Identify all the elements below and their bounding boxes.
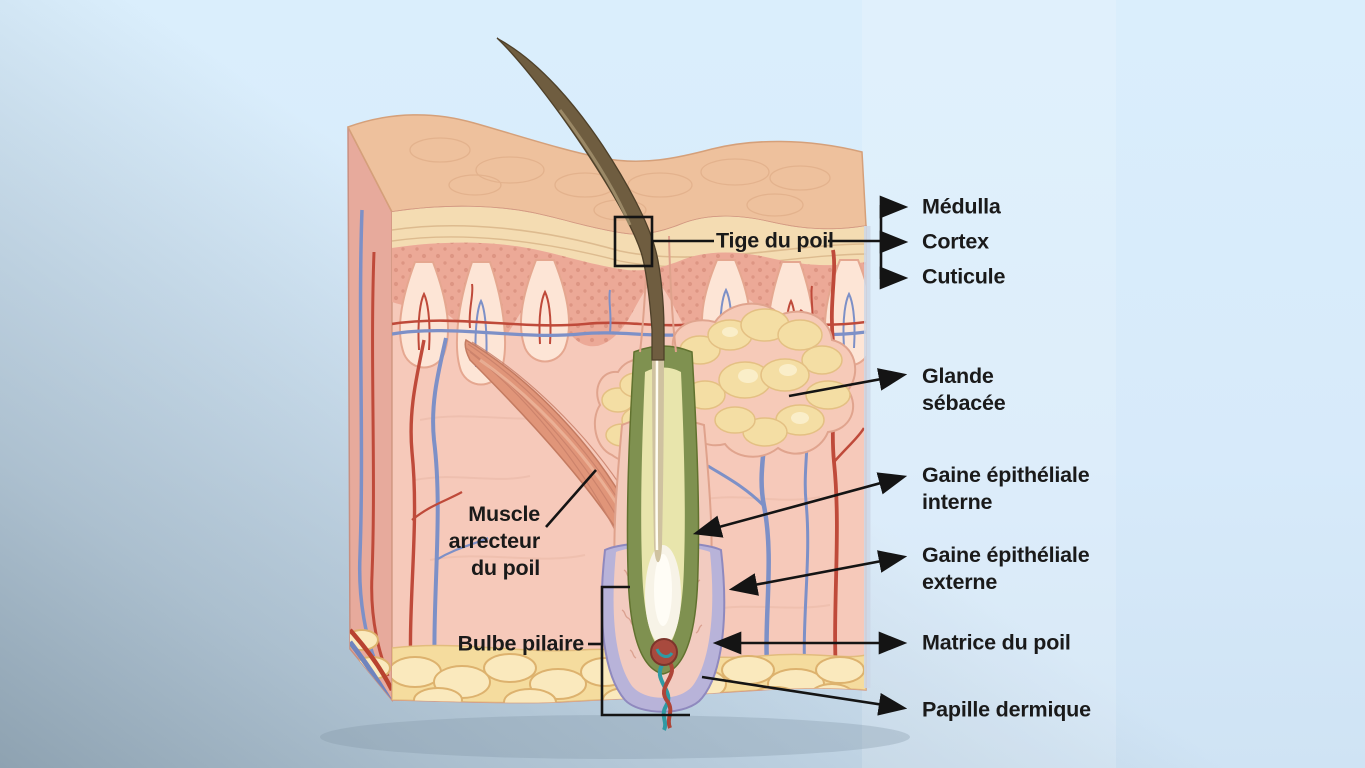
label-tige-du-poil: Tige du poil bbox=[716, 228, 834, 253]
label-cuticule: Cuticule bbox=[922, 264, 1006, 289]
stratum-corneum bbox=[392, 206, 866, 271]
block-shadow bbox=[320, 715, 910, 759]
label-gaine-epitheliale-interne: Gaine épithéliale interne bbox=[922, 463, 1090, 514]
hair-root bbox=[652, 350, 664, 563]
tige-du-poil-box bbox=[613, 215, 654, 268]
leader-gaine-interne bbox=[692, 472, 908, 538]
leader-muscle bbox=[545, 469, 597, 528]
leader-papille bbox=[701, 675, 908, 716]
block-right-edge bbox=[864, 226, 871, 688]
leader-glande-sebacee bbox=[788, 368, 908, 398]
hair-follicle bbox=[600, 345, 726, 713]
label-matrice-du-poil: Matrice du poil bbox=[922, 630, 1071, 655]
label-papille-dermique: Papille dermique bbox=[922, 697, 1091, 722]
epidermis bbox=[392, 242, 866, 348]
dermal-papilla bbox=[650, 638, 678, 731]
left-face bbox=[347, 126, 393, 703]
label-muscle-arrecteur: Muscle arrecteur du poil bbox=[448, 502, 541, 580]
label-cortex: Cortex bbox=[922, 229, 989, 254]
leader-gaine-externe bbox=[728, 550, 908, 596]
label-medulla: Médulla bbox=[922, 194, 1001, 219]
left-vessels bbox=[408, 337, 489, 697]
hair-shaft bbox=[496, 37, 665, 361]
label-glande-sebacee: Glande sébacée bbox=[922, 364, 1006, 415]
label-gaine-epitheliale-externe: Gaine épithéliale externe bbox=[922, 543, 1090, 594]
bracket-bulbe-pilaire bbox=[600, 585, 690, 717]
label-bulbe-pilaire: Bulbe pilaire bbox=[457, 631, 585, 656]
annotations bbox=[545, 195, 909, 717]
